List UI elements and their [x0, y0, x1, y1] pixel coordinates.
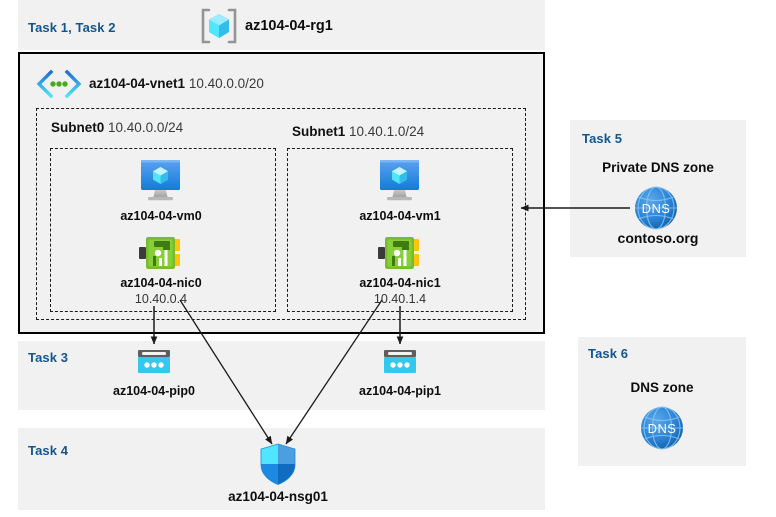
- vm1-label: az104-04-vm1: [359, 209, 441, 223]
- dns-zone-title: DNS zone: [630, 380, 694, 395]
- network-interface-icon: [378, 234, 422, 274]
- nic1-ip: 10.40.1.4: [373, 292, 427, 306]
- resource-group-name: az104-04-rg1: [245, 18, 333, 34]
- nic0-label: az104-04-nic0: [120, 276, 202, 290]
- svg-text:DNS: DNS: [642, 201, 671, 216]
- task-label-4: Task 4: [28, 443, 69, 458]
- vm0-label: az104-04-vm0: [120, 209, 202, 223]
- network-security-group-icon: [258, 443, 298, 486]
- subnet0-header: Subnet0 10.40.0.0/24: [51, 120, 183, 135]
- task-label-6: Task 6: [588, 346, 629, 361]
- pip0-label: az104-04-pip0: [113, 384, 195, 398]
- private-dns-zone-name: contoso.org: [617, 230, 699, 246]
- virtual-machine-icon: [372, 157, 427, 204]
- task-label-5: Task 5: [582, 131, 623, 146]
- resource-group-icon: [199, 7, 239, 45]
- subnets-wrapper: [36, 108, 526, 320]
- subnet0-box: [50, 148, 276, 312]
- task-label-3: Task 3: [28, 350, 69, 365]
- subnet1-cidr: 10.40.1.0/24: [349, 124, 425, 139]
- public-ip-address-icon: [381, 348, 419, 378]
- vnet-name: az104-04-vnet1: [89, 76, 186, 91]
- dns-zone-icon: DNS: [632, 184, 680, 232]
- task3-panel: [18, 341, 545, 410]
- virtual-network-icon: [34, 68, 84, 100]
- subnet1-name: Subnet1: [292, 124, 346, 139]
- network-interface-icon: [139, 234, 183, 274]
- dns-zone-icon: DNS: [638, 404, 686, 452]
- svg-text:DNS: DNS: [648, 421, 677, 436]
- vnet-header: az104-04-vnet1 10.40.0.0/20: [89, 76, 264, 91]
- task-label-1-2: Task 1, Task 2: [28, 20, 116, 35]
- nic0-ip: 10.40.0.4: [134, 292, 188, 306]
- subnet1-header: Subnet1 10.40.1.0/24: [292, 124, 424, 139]
- nsg-label: az104-04-nsg01: [228, 489, 328, 504]
- vnet-container: [18, 52, 545, 334]
- subnet0-cidr: 10.40.0.0/24: [108, 120, 184, 135]
- virtual-machine-icon: [133, 157, 188, 204]
- nic1-label: az104-04-nic1: [359, 276, 441, 290]
- private-dns-zone-title: Private DNS zone: [602, 160, 714, 175]
- subnet0-name: Subnet0: [51, 120, 105, 135]
- pip1-label: az104-04-pip1: [359, 384, 441, 398]
- resource-group-header-panel: [18, 0, 545, 50]
- vnet-cidr: 10.40.0.0/20: [188, 76, 264, 91]
- public-ip-address-icon: [135, 348, 173, 378]
